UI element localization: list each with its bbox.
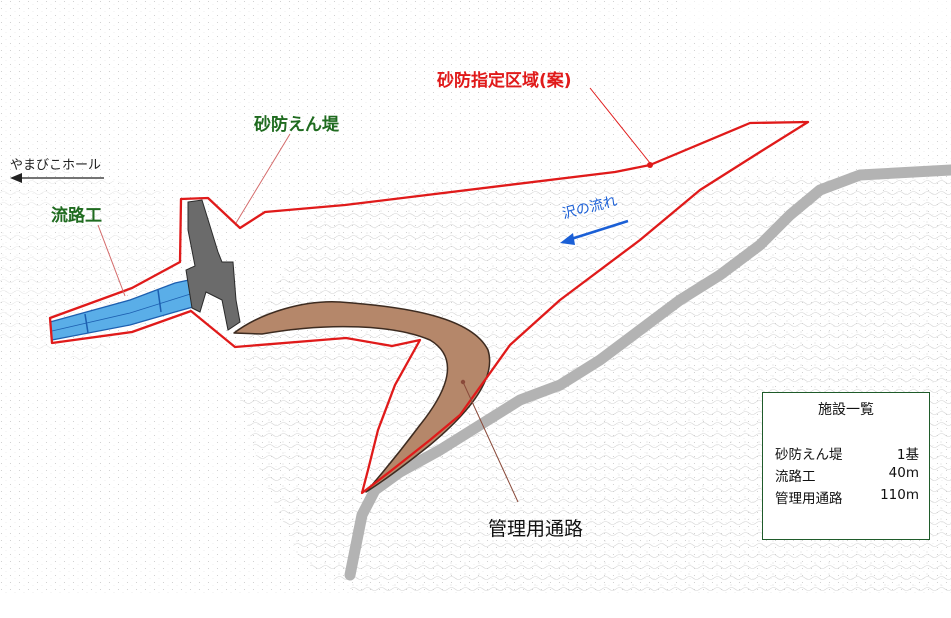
west-arrow-icon	[10, 173, 104, 183]
leader-road	[462, 381, 519, 503]
facility-name: 砂防えん堤	[775, 447, 843, 463]
channel-label: 流路工	[51, 206, 102, 226]
facility-row: 管理用通路 110m	[775, 487, 919, 507]
dam-structure	[185, 199, 241, 331]
destination-label: やまびこホール	[10, 158, 102, 173]
leader-channel	[97, 224, 126, 297]
facility-list-box: 施設一覧 砂防えん堤 1基 流路工 40m 管理用通路 110m	[762, 392, 930, 540]
channel-crossbar	[84, 313, 89, 334]
stream-flow-arrow-icon	[560, 219, 629, 245]
dam-label: 砂防えん堤	[254, 115, 339, 135]
leader-designated-area	[589, 87, 651, 164]
blank-bottom	[0, 595, 951, 618]
channel-crossbar	[157, 289, 162, 313]
facility-value: 1基	[896, 447, 919, 463]
facility-row: 砂防えん堤 1基	[775, 443, 919, 463]
boundary-anchor-dot	[647, 162, 653, 168]
facility-name: 流路工	[775, 469, 816, 485]
facility-row: 流路工 40m	[775, 465, 919, 485]
facility-name: 管理用通路	[775, 491, 843, 507]
facility-value: 40m	[888, 465, 919, 481]
road-label: 管理用通路	[488, 518, 584, 540]
channel-centerline	[51, 290, 201, 332]
existing-road	[344, 164, 951, 581]
road-anchor-dot	[460, 379, 466, 385]
facility-value: 110m	[880, 487, 919, 503]
blank-top-right	[680, 0, 951, 30]
facility-list-title: 施設一覧	[818, 402, 874, 418]
leader-dam	[235, 133, 291, 224]
designated-area-boundary	[48, 120, 810, 495]
designated-area-label: 砂防指定区域(案)	[437, 71, 572, 91]
